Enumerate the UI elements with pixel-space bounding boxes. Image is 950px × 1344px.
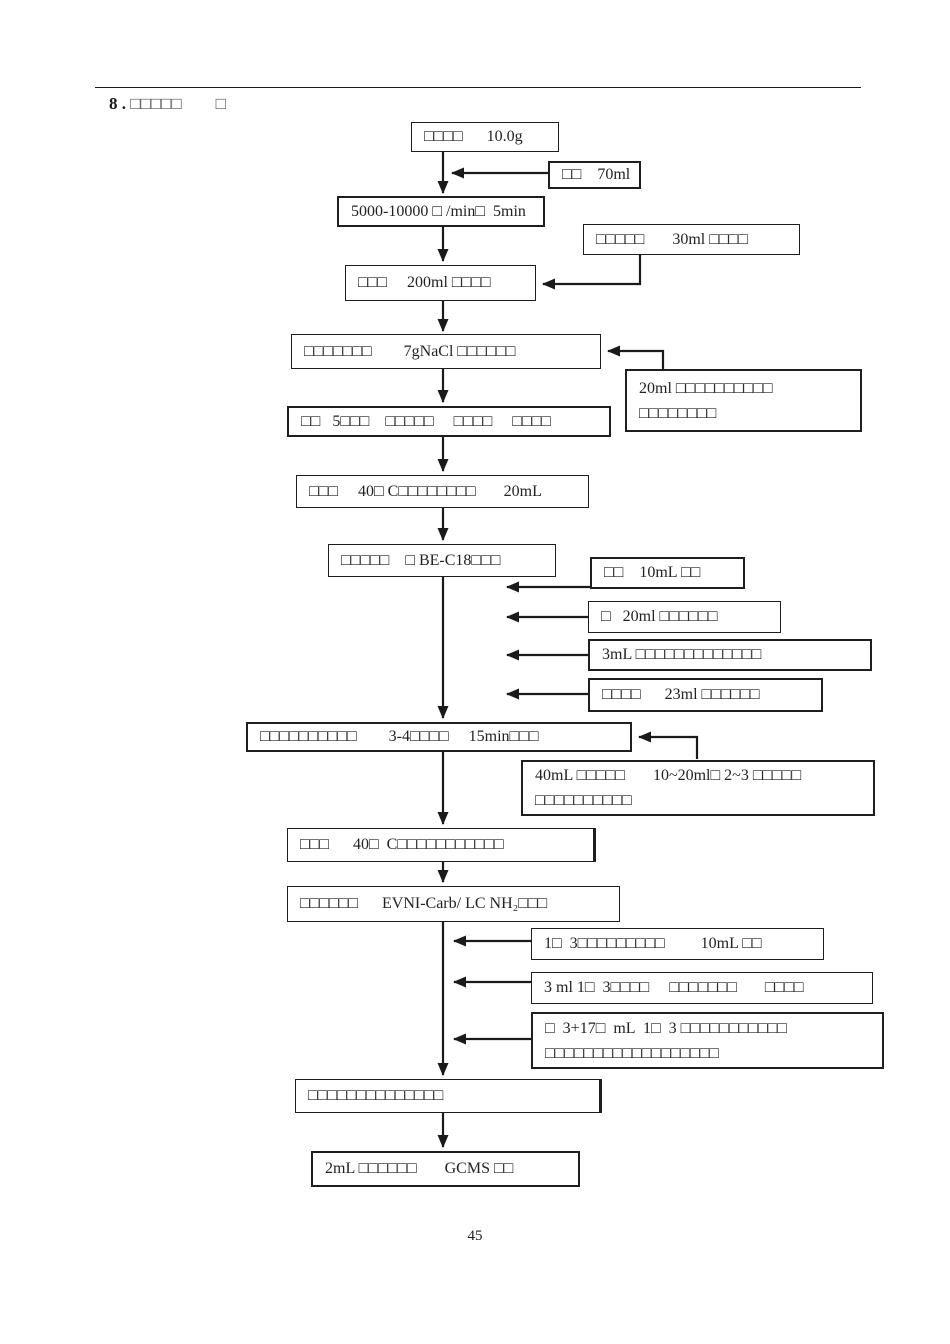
flow-box-envi-carb-nh2-column-text: □□□□□□ EVNI-Carb/ LC NH₂□□□ (300, 895, 548, 912)
flow-box-water-10ml: □□ 10mL □□ (590, 557, 745, 589)
flow-box-degrade-15min: □□□□□□□□□□ 3-4□□□□ 15min□□□ (246, 722, 632, 752)
flow-box-be-c18-column: □□□□□ □ BE-C18□□□ (328, 544, 556, 577)
flow-note-3plus17ml-line1: □ 3+17□ mL 1□ 3 □□□□□□□□□□□ (545, 1019, 787, 1037)
flow-box-gcms-2ml: 2mL □□□□□□ GCMS □□ (311, 1151, 580, 1187)
flow-box-sample-weight: □□□□ 10.0g (411, 122, 559, 152)
flow-box-transfer: □□□□□□□□□□□□□□ (295, 1079, 602, 1113)
flow-box-elute-20ml: □ 20ml □□□□□□ (588, 601, 781, 633)
section-number: 8 . (109, 94, 126, 113)
flow-note-20ml-line2: □□□□□□□□ (639, 404, 717, 422)
flow-box-degrade-15min-text: □□□□□□□□□□ 3-4□□□□ 15min□□□ (260, 728, 539, 745)
flow-box-nacl-7g-text: □□□□□□□ 7gNaCl □□□□□□ (304, 342, 516, 360)
flow-box-ratio-1-3-10ml: 1□ 3□□□□□□□□□ 10mL □□ (531, 928, 824, 960)
flow-box-elute-3ml-text: 3mL □□□□□□□□□□□□□ (602, 646, 762, 663)
flow-box-homogenize-speed-text: 5000-10000 □ /min□ 5min (351, 202, 526, 220)
flow-box-tube-200ml-text: □□□ 200ml □□□□ (358, 274, 491, 291)
page-number: 45 (467, 1228, 483, 1244)
flow-box-water-70ml: □□ 70ml (548, 161, 641, 189)
flow-box-solvent-30ml-text: □□□□□ 30ml □□□□ (596, 230, 748, 248)
arrow-note40 (638, 731, 699, 759)
section-title: 8 . □□□□□ □ (109, 94, 226, 114)
flow-note-20ml-line1: 20ml □□□□□□□□□□ (639, 379, 773, 397)
flow-box-mix-23ml-text: □□□□ 23ml □□□□□□ (602, 686, 760, 703)
flow-note-3plus17ml-line2: □□□□□□□□□□□□□□□□□□ (545, 1044, 719, 1062)
flow-box-elute-3ml: 3mL □□□□□□□□□□□□□ (588, 639, 872, 671)
flow-note-40ml-line2: □□□□□□□□□□ (535, 792, 632, 809)
flow-box-water-70ml-text: □□ 70ml (562, 166, 631, 183)
flow-box-envi-carb-nh2-column: □□□□□□ EVNI-Carb/ LC NH₂□□□ (287, 886, 620, 922)
arrow-acn30 (542, 255, 642, 290)
flow-box-solvent-30ml: □□□□□ 30ml □□□□ (583, 224, 800, 255)
header-rule (95, 87, 861, 88)
flow-box-transfer-text: □□□□□□□□□□□□□□ (308, 1087, 444, 1104)
flow-box-sample-weight-text: □□□□ 10.0g (424, 128, 523, 145)
flow-note-40ml-line1: 40mL □□□□□ 10~20ml□ 2~3 □□□□□ (535, 767, 802, 784)
flow-box-elute-20ml-text: □ 20ml □□□□□□ (601, 608, 718, 625)
flow-box-nacl-7g: □□□□□□□ 7gNaCl □□□□□□ (291, 334, 601, 369)
flow-box-water-10ml-text: □□ 10mL □□ (604, 564, 701, 581)
flow-note-20ml: 20ml □□□□□□□□□□ □□□□□□□□ (625, 369, 862, 432)
flow-box-mix-23ml: □□□□ 23ml □□□□□□ (588, 678, 823, 712)
flow-box-ratio-1-3-10ml-text: 1□ 3□□□□□□□□□ 10mL □□ (544, 935, 762, 952)
flow-box-evaporate-40c-dry: □□□ 40□ C□□□□□□□□□□□ (287, 828, 596, 862)
flow-box-3ml-1-3: 3 ml 1□ 3□□□□ □□□□□□□ □□□□ (531, 972, 873, 1004)
flow-box-shake-5min-text: □□ 5□□□ □□□□□ □□□□ □□□□ (301, 412, 551, 430)
flow-box-evaporate-40c-dry-text: □□□ 40□ C□□□□□□□□□□□ (300, 836, 504, 853)
flow-note-40ml: 40mL □□□□□ 10~20ml□ 2~3 □□□□□ □□□□□□□□□□ (521, 760, 875, 816)
flow-box-3ml-1-3-text: 3 ml 1□ 3□□□□ □□□□□□□ □□□□ (544, 979, 804, 996)
flow-box-gcms-2ml-text: 2mL □□□□□□ GCMS □□ (325, 1160, 514, 1177)
flow-box-tube-200ml: □□□ 200ml □□□□ (345, 265, 536, 301)
flow-box-shake-5min: □□ 5□□□ □□□□□ □□□□ □□□□ (287, 406, 611, 437)
flow-box-be-c18-column-text: □□□□□ □ BE-C18□□□ (341, 551, 501, 569)
flow-box-evaporate-40c-20ml: □□□ 40□ C□□□□□□□□ 20mL (296, 475, 589, 508)
arrow-note20 (607, 345, 665, 369)
flow-box-homogenize-speed: 5000-10000 □ /min□ 5min (337, 196, 545, 227)
section-title-text: □□□□□ □ (126, 94, 226, 113)
flow-note-3plus17ml: □ 3+17□ mL 1□ 3 □□□□□□□□□□□ □□□□□□□□□□□□… (531, 1012, 884, 1069)
flow-box-evaporate-40c-20ml-text: □□□ 40□ C□□□□□□□□ 20mL (309, 482, 542, 500)
